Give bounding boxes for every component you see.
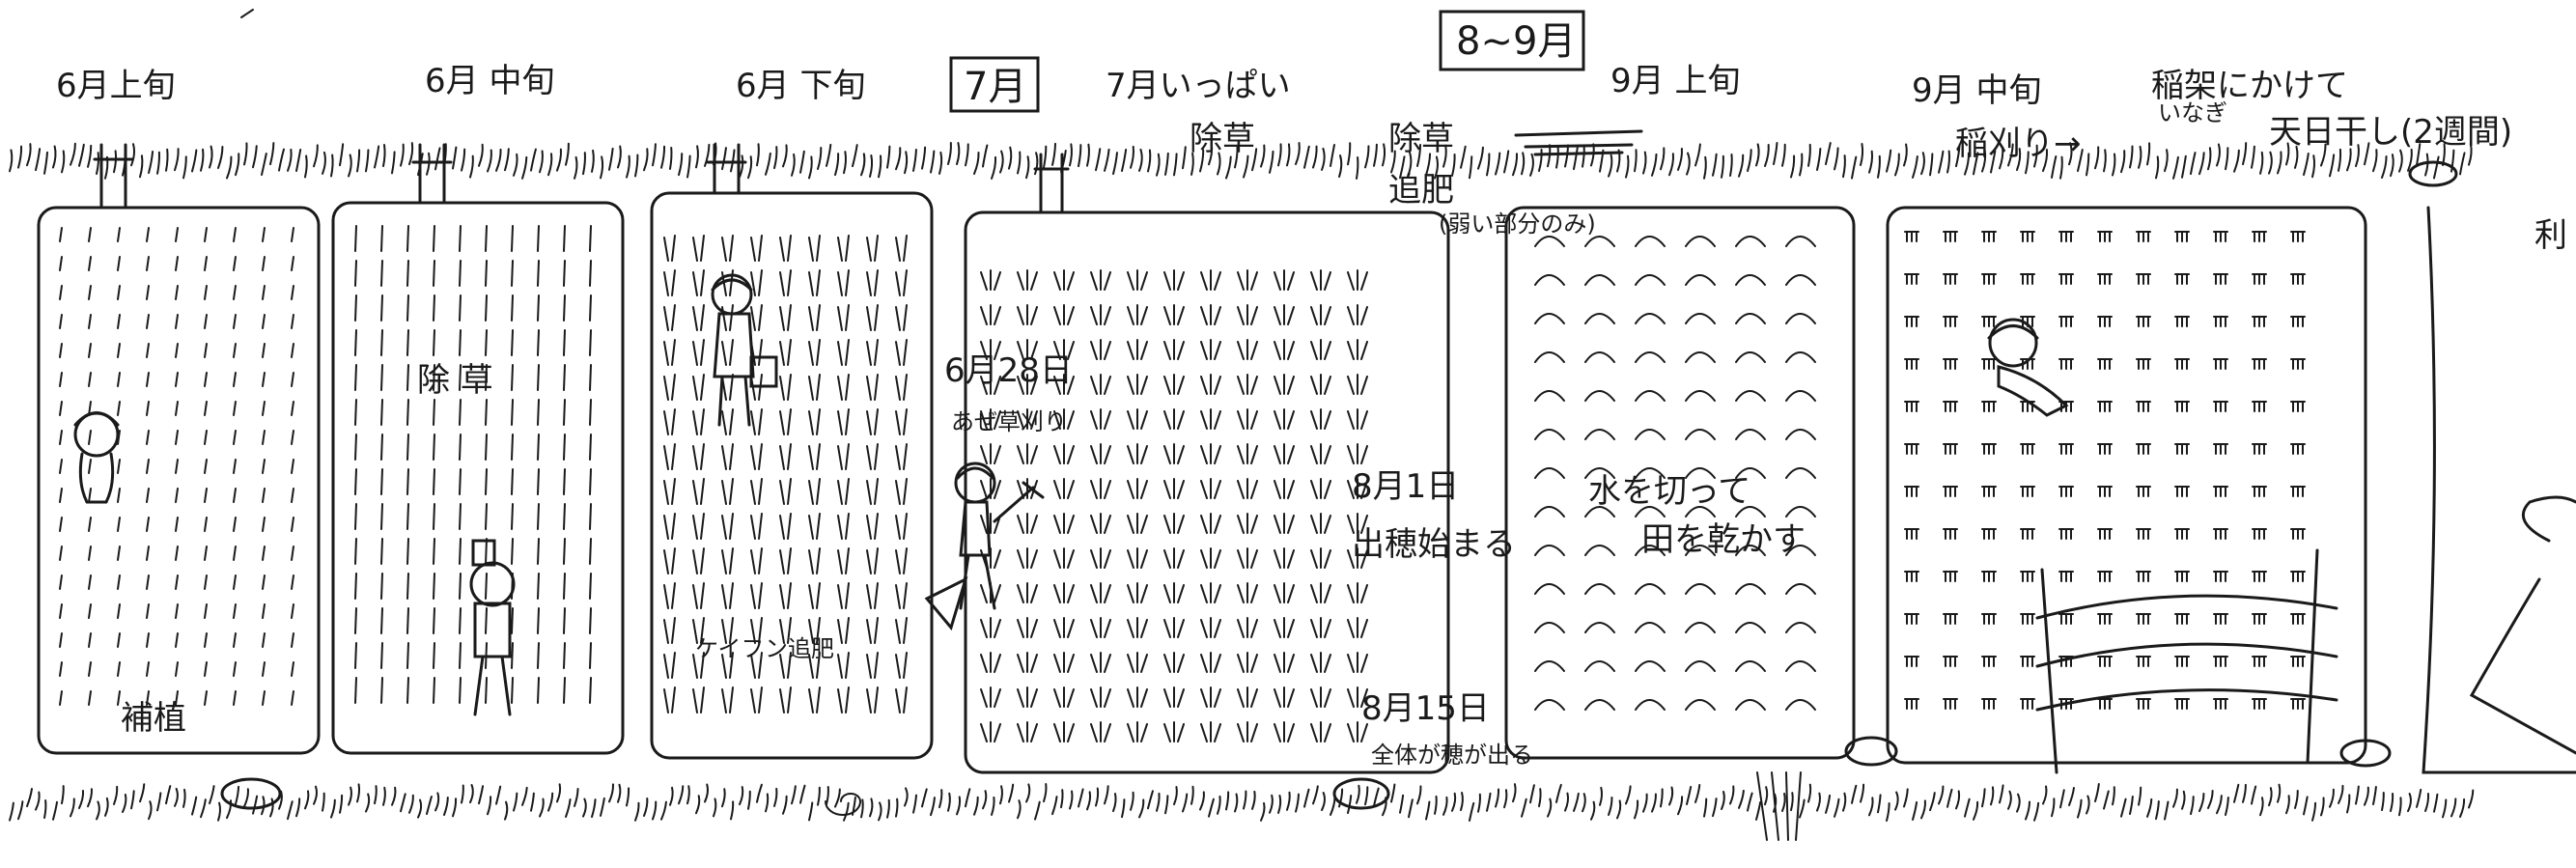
date-aug-15: 8月15日 <box>1361 689 1490 728</box>
stone-icon <box>222 162 2456 808</box>
note-weeding: 除 草 <box>417 361 493 400</box>
rice-stubble-field-6 <box>1905 232 2305 709</box>
roots-doodle-icon <box>1757 772 1801 840</box>
note-cut-water: 水を切って <box>1588 472 1750 511</box>
note-sun-dry: 天日干し(2週間) <box>2269 113 2512 152</box>
note-rack: 稲架にかけて <box>2151 67 2348 105</box>
month-label-july: 7月 <box>964 65 1026 109</box>
field-frame-6 <box>1888 208 2366 763</box>
farmer-partial-icon <box>2472 497 2576 753</box>
note-fert-detail: (弱い部分のみ) <box>1439 210 1596 238</box>
stage-label-july-full: 7月いっぱい <box>1106 67 1291 105</box>
rice-seedlings-field-1 <box>60 228 294 705</box>
field-frame-2 <box>333 203 623 753</box>
sickle-doodle-icon <box>1516 131 1641 154</box>
rice-tufts-field-4 <box>981 270 1367 742</box>
note-dry-field: 田を乾かす <box>1641 520 1806 559</box>
note-all-heading: 全体が穂が出る <box>1371 742 1533 769</box>
farmer-mowing-icon <box>927 463 1043 628</box>
period-label-aug-sep: 8~9月 <box>1456 19 1576 64</box>
note-replanting: 補植 <box>121 699 186 738</box>
pen-mark-icon <box>241 10 253 17</box>
farmer-fertilizing-icon <box>713 275 776 425</box>
stage-label-june-mid: 6月 中旬 <box>425 62 554 100</box>
rice-seedlings-field-2 <box>355 226 591 703</box>
note-weed-july: 除草 <box>1190 120 1255 158</box>
note-partial-next: 利 <box>2534 216 2567 255</box>
stage-label-sep-mid: 9月 中旬 <box>1912 71 2041 110</box>
farmer-weeding-icon <box>471 541 514 714</box>
date-aug-1: 8月1日 <box>1352 467 1459 506</box>
note-fert-aug: 追肥 <box>1388 171 1454 210</box>
stage-label-sep-early: 9月 上旬 <box>1610 62 1740 100</box>
note-heading-begins: 出穂始まる <box>1352 525 1516 564</box>
stage-label-june-late: 6月 下旬 <box>736 67 865 105</box>
note-ridge-mowing: あぜ草刈り <box>951 408 1067 435</box>
farmer-replanting-icon <box>75 413 118 503</box>
field-frame-7-partial <box>2423 208 2576 772</box>
grass-border-bottom <box>10 784 2473 821</box>
note-weed-aug: 除草 <box>1388 120 1454 158</box>
stage-label-june-early: 6月上旬 <box>56 67 176 105</box>
note-chicken-manure: ケイフン追肥 <box>695 635 834 662</box>
date-june-28: 6月28日 <box>944 351 1073 390</box>
